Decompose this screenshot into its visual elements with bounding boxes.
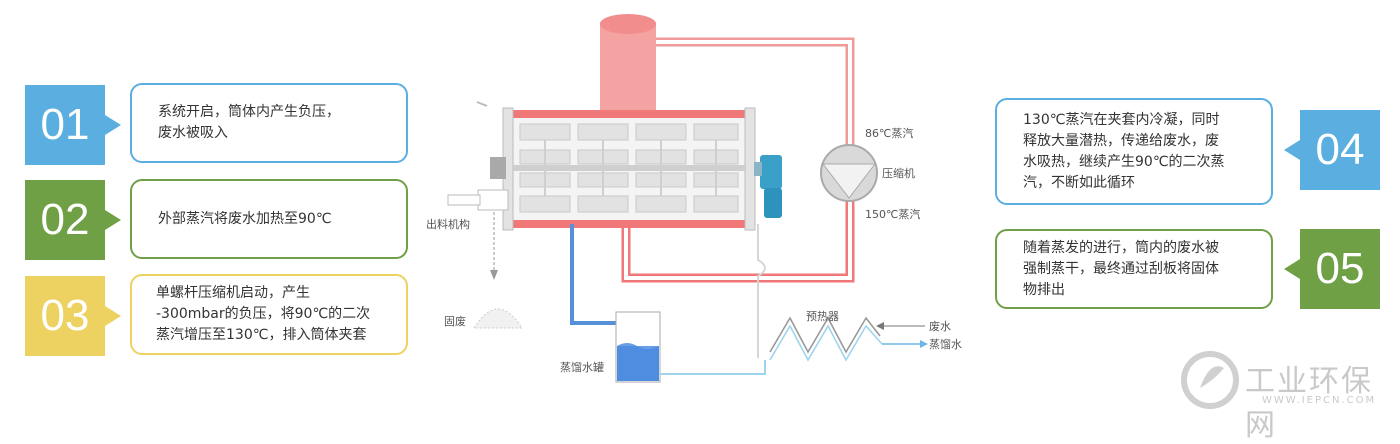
label-distilled-tank: 蒸馏水罐 [560,360,604,374]
watermark-text: 工业环保网 [1245,364,1373,443]
step-number: 05 [1315,244,1365,293]
paddle-arms [544,140,717,196]
evaporator-diagram: 86℃蒸汽 压缩机 150℃蒸汽 出料机构 固废 预热器 废水 蒸馏水 蒸馏水罐 [426,14,962,383]
step-description-card: 随着蒸发的进行，筒内的废水被 强制蒸干，最终通过刮板将固体 物排出 [995,229,1273,309]
compressor-triangle [821,163,877,199]
arrow-right-icon [105,115,121,135]
watermark-url: WWW.IEPCN.COM [1262,395,1377,406]
vapor-dome-top [600,14,656,34]
drum-right-flange [744,107,756,231]
step-description-card: 130℃蒸汽在夹套内冷凝，同时 释放大量潜热，传递给废水，废 水吸热，继续产生9… [995,98,1273,205]
bearing-left [490,157,506,179]
scraper-paddles-top [519,123,739,141]
arrow-left-icon [1284,259,1300,279]
watermark-logo-icon [1181,351,1239,409]
label-compressor: 压缩机 [882,166,915,180]
step-text: 系统开启，筒体内产生负压， 废水被吸入 [158,104,340,141]
step-number-badge: 03 [25,276,121,356]
condensate-pipe [570,224,618,325]
step-description-card: 单螺杆压缩机启动，产生 -300mbar的负压，将90℃的二次 蒸汽增压至130… [130,274,408,355]
label-preheater: 预热器 [806,310,839,323]
step-number-badge: 02 [25,180,121,260]
discharge-mechanism [447,194,481,206]
drum-bottom-band [505,220,750,228]
drum-top-band [505,110,750,118]
step-number: 04 [1315,125,1365,174]
vapor-dome [600,20,656,114]
water-wave [617,343,659,349]
distilled-out-arrow-head [920,340,928,348]
label-86-steam: 86℃蒸汽 [865,126,913,140]
preheater-coil-blue [769,324,883,362]
label-distilled-water: 蒸馏水 [929,337,962,351]
drum-support [476,101,488,107]
discharge-arrow-head [490,270,498,280]
step-description-card: 系统开启，筒体内产生负压， 废水被吸入 [130,83,408,163]
step-number: 01 [40,100,90,149]
arrow-right-icon [105,210,121,230]
step-number-badge: 05 [1284,229,1380,309]
wastewater-arrow-head [876,322,884,330]
step-number: 02 [40,195,90,244]
label-wastewater: 废水 [929,319,951,333]
step-description-card: 外部蒸汽将废水加热至90℃ [130,179,408,259]
step-number-badge: 04 [1284,110,1380,190]
label-discharge-mechanism: 出料机构 [426,217,470,231]
step-text: 130℃蒸汽在夹套内冷凝，同时 释放大量潜热，传递给废水，废 水吸热，继续产生9… [1023,111,1225,191]
arrow-left-icon [1284,140,1300,160]
steam-pipe-86-inner [656,40,852,145]
solid-waste-pile [473,308,523,329]
step-text: 随着蒸发的进行，筒内的废水被 强制蒸干，最终通过刮板将固体 物排出 [1023,239,1219,298]
step-text: 外部蒸汽将废水加热至90℃ [158,210,332,227]
motor-body [764,188,782,218]
arrow-right-icon [105,306,121,326]
motor-coupling [754,162,762,176]
step-text: 单螺杆压缩机启动，产生 -300mbar的负压，将90℃的二次 蒸汽增压至130… [156,285,371,343]
step-number: 03 [40,291,90,340]
distilled-water-level [617,346,659,381]
drum-shaft [513,165,745,171]
wastewater-feed-line [757,224,766,358]
label-solid-waste: 固废 [444,314,466,328]
steam-pipe-150-inner [624,200,852,280]
motor-gearbox [760,155,782,189]
discharge-outlet [477,189,509,211]
preheater-coil [769,316,881,354]
step-number-badge: 01 [25,85,121,165]
label-150-steam: 150℃蒸汽 [865,207,920,221]
distilled-water-line [660,360,766,375]
